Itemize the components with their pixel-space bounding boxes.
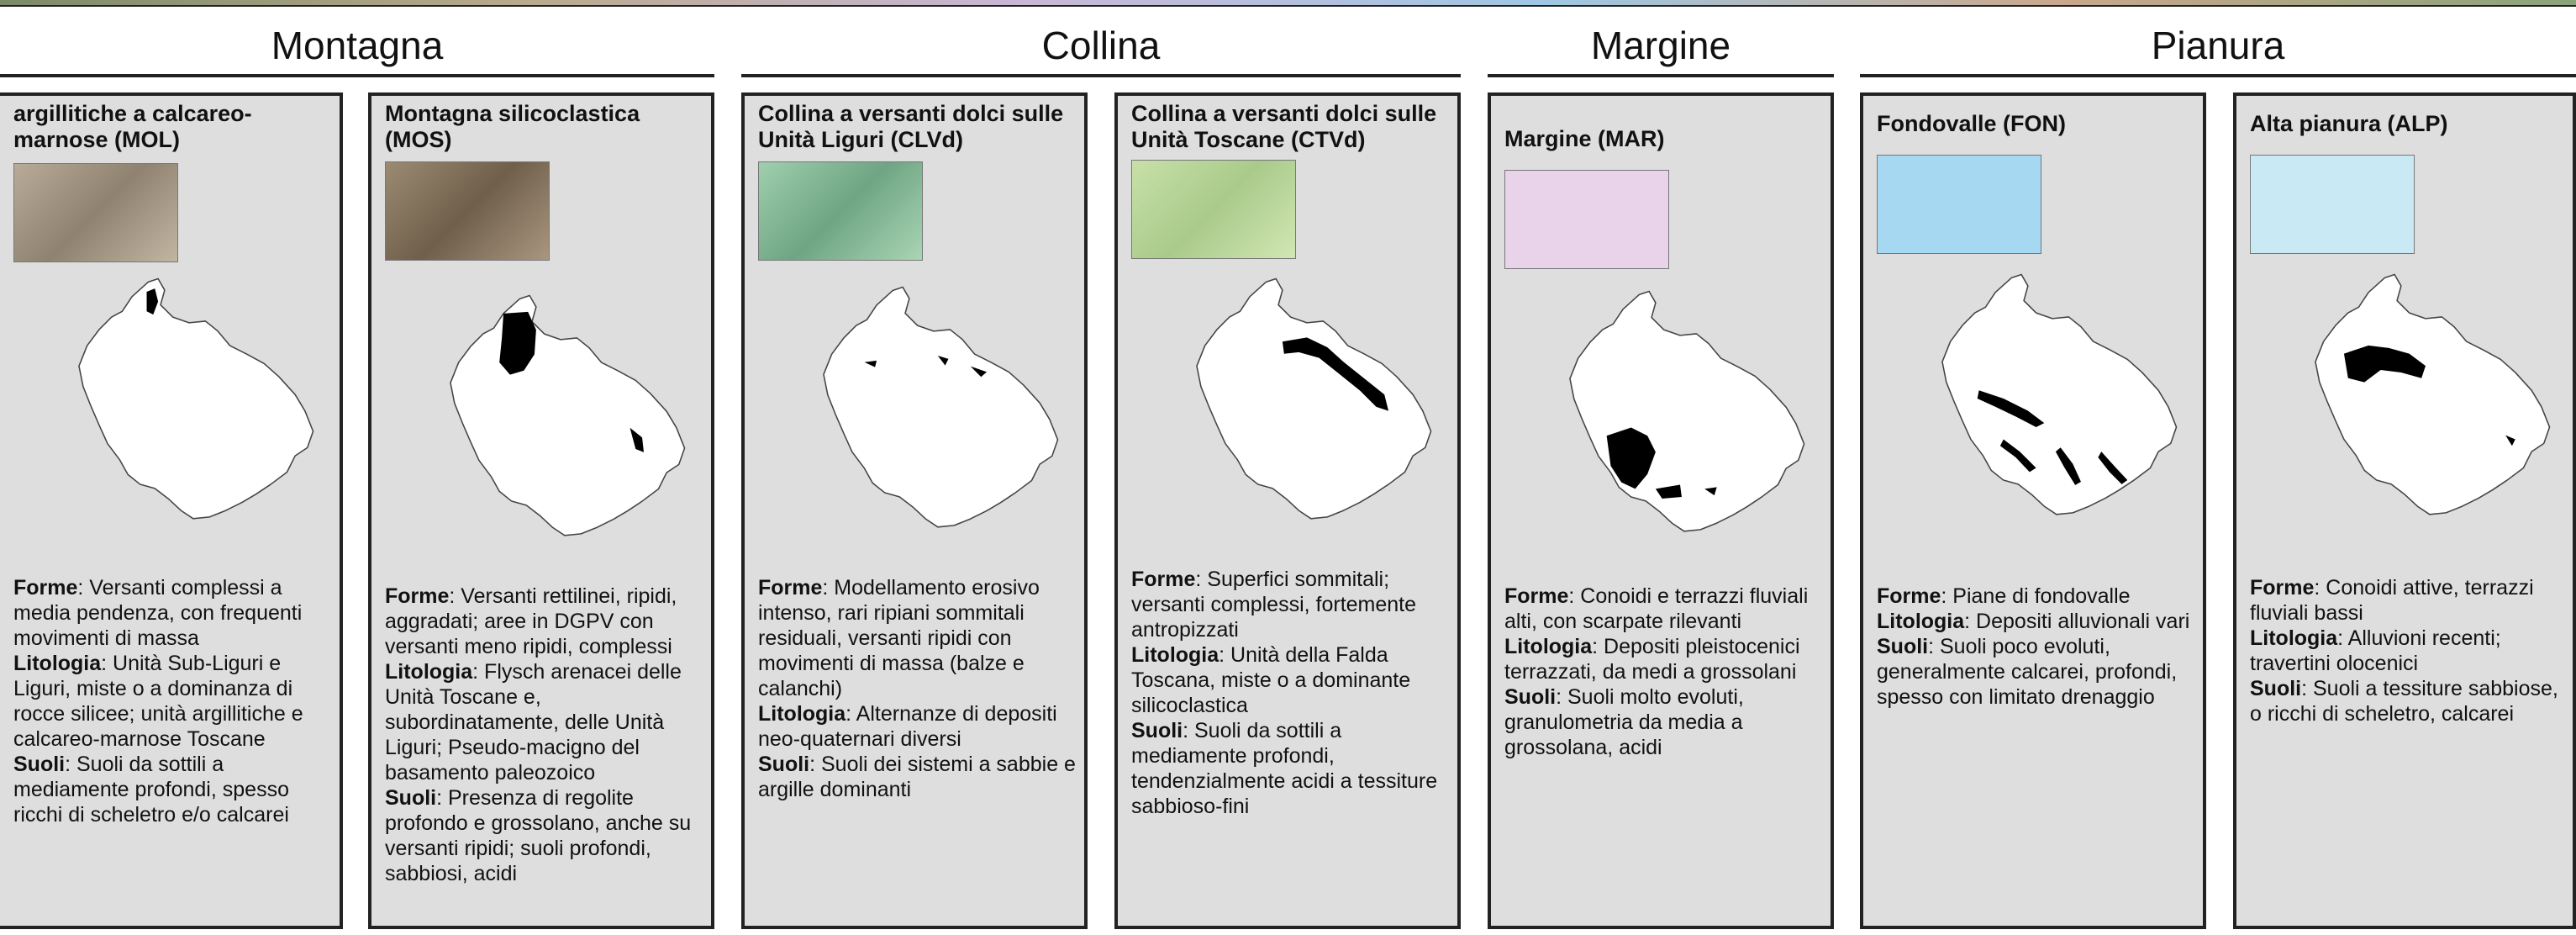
suoli-text: : Suoli poco evoluti, generalmente calca…: [1877, 635, 2178, 709]
panel-title: Alta pianura (ALP): [2250, 111, 2448, 136]
group-title-pianura: Pianura: [2151, 24, 2285, 67]
suoli-label: Suoli: [385, 786, 437, 810]
unit-description: Forme: Conoidi e terrazzi fluviali alti,…: [1504, 584, 1822, 760]
unit-swatch: [758, 161, 923, 261]
litologia-label: Litologia: [2250, 626, 2338, 650]
unit-description: Forme: Superfici sommitali; versanti com…: [1131, 567, 1449, 819]
forme-label: Forme: [2250, 576, 2315, 600]
unit-swatch: [1877, 155, 2041, 254]
unit-description: Forme: Modellamento erosivo intenso, rar…: [758, 575, 1076, 802]
unit-description: Forme: Versanti complessi a media penden…: [13, 575, 331, 827]
unit-swatch: [2250, 155, 2415, 254]
location-map: [823, 286, 1059, 528]
location-map: [1941, 273, 2178, 515]
litologia-text: : Depositi pleistocenici terrazzati, da …: [1504, 635, 1800, 684]
forme-text: : Modellamento erosivo intenso, rari rip…: [758, 576, 1040, 700]
unit-swatch: [385, 161, 550, 261]
panel-title: Collina a versanti dolci sulle Unità Tos…: [1131, 101, 1437, 152]
forme-label: Forme: [13, 576, 78, 600]
top-image-strip: [0, 0, 2576, 7]
group-title-margine: Margine: [1590, 24, 1731, 67]
panel-mar: Margine (MAR) Forme: Conoidi e terrazzi …: [1488, 92, 1834, 929]
location-map: [450, 294, 686, 536]
forme-label: Forme: [758, 576, 823, 600]
suoli-label: Suoli: [1131, 719, 1183, 742]
location-map: [1569, 290, 1805, 532]
location-map: [2315, 273, 2551, 515]
unit-swatch: [1504, 170, 1669, 269]
panel-title: Montagna silicoclastica (MOS): [385, 101, 640, 152]
litologia-label: Litologia: [1877, 610, 1965, 633]
litologia-text: : Unità Sub-Liguri e Liguri, miste o a d…: [13, 652, 303, 751]
unit-swatch: [13, 163, 178, 262]
suoli-text: : Suoli a tessiture sabbiose, o ricchi d…: [2250, 677, 2558, 726]
suoli-text: : Presenza di regolite profondo e grosso…: [385, 786, 692, 885]
location-map: [1196, 277, 1432, 520]
suoli-text: : Suoli dei sistemi a sabbie e argille d…: [758, 753, 1076, 801]
group-underline-montagna: [0, 74, 714, 77]
panel-fon: Fondovalle (FON) Forme: Piane di fondova…: [1860, 92, 2206, 929]
litologia-text: : Alternanze di depositi neo-quaternari …: [758, 702, 1057, 751]
location-map: [78, 277, 314, 520]
suoli-label: Suoli: [1877, 635, 1929, 658]
litologia-text: : Alluvioni recenti; travertini olocenic…: [2250, 626, 2501, 675]
forme-text: : Conoidi e terrazzi fluviali alti, con …: [1504, 584, 1809, 633]
litologia-label: Litologia: [1504, 635, 1593, 658]
forme-text: : Versanti rettilinei, ripidi, aggradati…: [385, 584, 677, 658]
panel-ctvd: Collina a versanti dolci sulle Unità Tos…: [1114, 92, 1461, 929]
forme-label: Forme: [385, 584, 450, 608]
litologia-text: : Unità della Falda Toscana, miste o a d…: [1131, 643, 1411, 717]
suoli-label: Suoli: [13, 753, 66, 776]
group-underline-pianura: [1860, 74, 2576, 77]
forme-text: : Conoidi attive, terrazzi fluviali bass…: [2250, 576, 2534, 625]
panel-title: Margine (MAR): [1504, 126, 1665, 151]
panel-mos: Montagna silicoclastica (MOS) Forme: Ver…: [368, 92, 714, 929]
suoli-text: : Suoli da sottili a mediamente profondi…: [1131, 719, 1438, 818]
litologia-label: Litologia: [1131, 643, 1220, 667]
group-underline-margine: [1488, 74, 1834, 77]
unit-swatch: [1131, 160, 1296, 259]
forme-label: Forme: [1504, 584, 1569, 608]
litologia-label: Litologia: [385, 660, 473, 684]
panel-title: Fondovalle (FON): [1877, 111, 2066, 136]
litologia-text: : Flysch arenacei delle Unità Toscane e,…: [385, 660, 682, 784]
litologia-text: : Depositi alluvionali vari: [1964, 610, 2190, 633]
litologia-label: Litologia: [13, 652, 102, 675]
unit-description: Forme: Piane di fondovalle Litologia: De…: [1877, 584, 2194, 710]
forme-text: : Superfici sommitali; versanti compless…: [1131, 568, 1417, 642]
panel-title: argillitiche a calcareo-marnose (MOL): [13, 101, 252, 152]
forme-text: : Piane di fondovalle: [1941, 584, 2131, 608]
forme-label: Forme: [1131, 568, 1196, 591]
forme-label: Forme: [1877, 584, 1941, 608]
group-title-collina: Collina: [1041, 24, 1161, 67]
litologia-label: Litologia: [758, 702, 846, 726]
unit-description: Forme: Versanti rettilinei, ripidi, aggr…: [385, 584, 703, 886]
panel-mol: argillitiche a calcareo-marnose (MOL) Fo…: [0, 92, 343, 929]
forme-text: : Versanti complessi a media pendenza, c…: [13, 576, 303, 650]
group-underline-collina: [741, 74, 1461, 77]
suoli-text: : Suoli da sottili a mediamente profondi…: [13, 753, 289, 827]
suoli-label: Suoli: [758, 753, 810, 776]
unit-description: Forme: Conoidi attive, terrazzi fluviali…: [2250, 575, 2564, 726]
suoli-label: Suoli: [2250, 677, 2302, 700]
suoli-label: Suoli: [1504, 685, 1557, 709]
suoli-text: : Suoli molto evoluti, granulometria da …: [1504, 685, 1744, 759]
group-title-montagna: Montagna: [271, 24, 444, 67]
panel-alp: Alta pianura (ALP) Forme: Conoidi attive…: [2233, 92, 2576, 929]
panel-title: Collina a versanti dolci sulle Unità Lig…: [758, 101, 1064, 152]
panel-clvd: Collina a versanti dolci sulle Unità Lig…: [741, 92, 1088, 929]
